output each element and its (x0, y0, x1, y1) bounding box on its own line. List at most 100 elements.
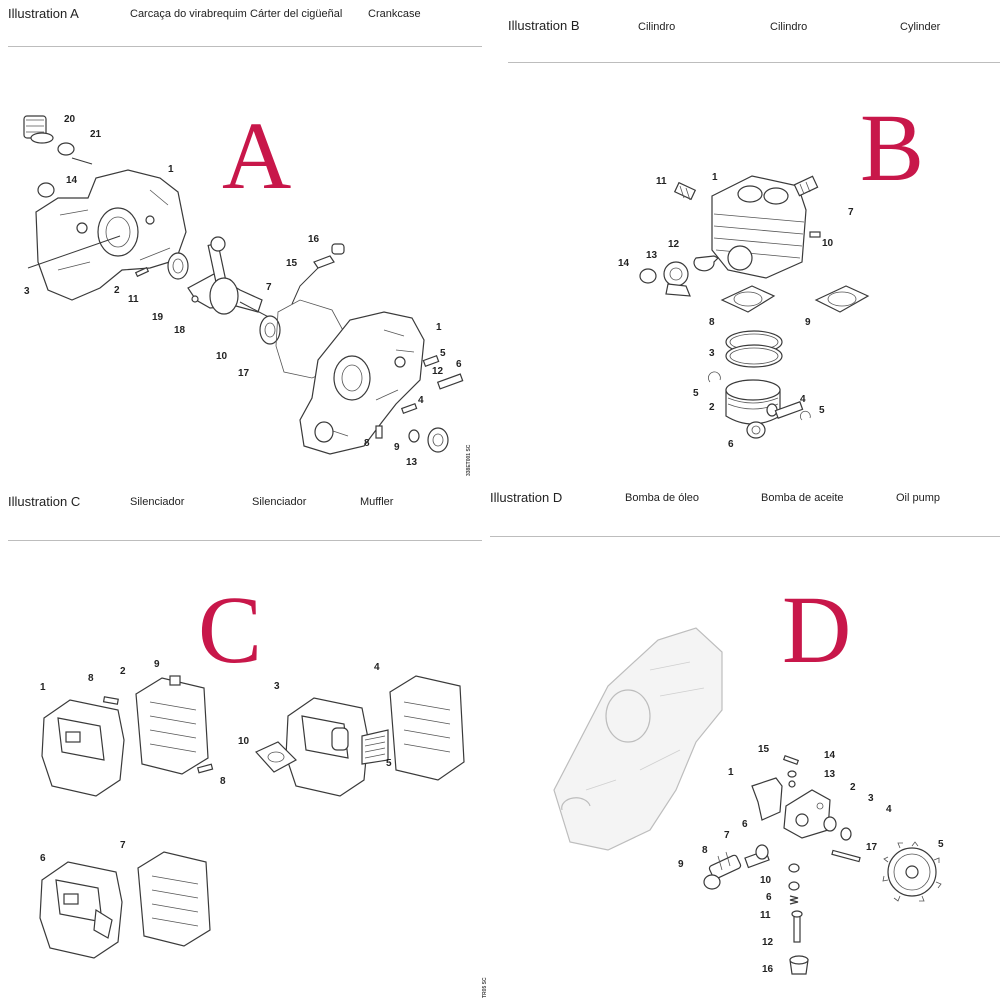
panel-c-muffler: Illustration C Silenciador Silenciador M… (0, 490, 490, 1000)
illustration-a-es: Cárter del cigüeñal (250, 8, 343, 20)
label-a-14: 14 (66, 175, 78, 186)
drawing-code-c: TR05 SC (482, 977, 488, 998)
label-b-5-left: 5 (693, 388, 699, 399)
piston-part-2 (725, 379, 781, 425)
label-b-8: 8 (709, 317, 715, 328)
key-part-19 (191, 295, 199, 303)
stud-part-5 (422, 355, 440, 367)
label-a-15: 15 (286, 258, 298, 269)
circlip-part-5-left (708, 371, 721, 383)
label-b-11: 11 (656, 176, 667, 187)
illustration-c-es: Silenciador (252, 496, 307, 508)
label-a-11: 11 (128, 294, 139, 305)
label-d-3: 3 (868, 793, 874, 804)
label-d-7: 7 (724, 830, 730, 841)
cylinder-diagram: 11 1 7 10 12 13 14 8 9 3 5 4 2 5 6 (618, 172, 870, 450)
cap-part-9 (703, 874, 721, 890)
label-a-17: 17 (238, 368, 250, 379)
right-crankcase-half (299, 311, 425, 455)
label-d-5: 5 (938, 839, 944, 850)
label-c-7: 7 (120, 840, 126, 851)
label-a-6: 6 (456, 359, 462, 370)
label-d-14: 14 (824, 750, 836, 761)
label-a-18: 18 (174, 325, 186, 336)
label-d-17: 17 (866, 842, 878, 853)
spring-part-6-top (755, 844, 769, 860)
muffler-cover-part-4 (389, 675, 465, 781)
illustration-c-title: Illustration C (8, 494, 81, 509)
drawing-code-a: 338ET001 SC (466, 444, 472, 476)
circlip-part-9 (408, 429, 420, 443)
label-b-9: 9 (805, 317, 811, 328)
muffler-housing-part-1 (41, 699, 125, 797)
label-d-12: 12 (762, 937, 774, 948)
label-d-8: 8 (702, 845, 708, 856)
illustration-c-pt: Silenciador (130, 496, 185, 508)
gasket-part-10 (255, 741, 297, 773)
label-d-15: 15 (758, 744, 770, 755)
illustration-b-es: Cilindro (770, 21, 808, 33)
label-b-1: 1 (712, 172, 718, 183)
sprocket-part-20 (23, 115, 54, 144)
label-a-1-left: 1 (168, 164, 174, 175)
seal-part-14 (37, 182, 55, 198)
label-d-16: 16 (762, 964, 774, 975)
pin-part-2 (134, 266, 150, 278)
label-b-7: 7 (848, 207, 854, 218)
screw-part-8 (375, 425, 383, 439)
label-b-13: 13 (646, 250, 658, 261)
label-d-6-top: 6 (742, 819, 748, 830)
label-a-4: 4 (418, 395, 424, 406)
label-d-4: 4 (886, 804, 892, 815)
label-a-12: 12 (432, 366, 444, 377)
screw-part-17 (831, 849, 861, 863)
muffler-diagram: TR05 SC 1 8 2 9 8 3 4 10 5 6 7 (39, 659, 488, 998)
gasket-part-9 (814, 285, 870, 313)
crankcase-diagram: 338ET001 SC 20 21 1 14 3 2 11 19 18 10 1… (23, 114, 472, 476)
label-d-9: 9 (678, 859, 684, 870)
illustration-b-en: Cylinder (900, 21, 941, 33)
label-b-10: 10 (822, 238, 834, 249)
muffler-cover-part-7 (137, 851, 211, 947)
screw-part-9 (169, 675, 181, 686)
muffler-housing-part-3 (285, 697, 369, 797)
crankcase-outline (553, 627, 723, 851)
panel-d-oil-pump: Illustration D Bomba de óleo Bomba de ac… (490, 490, 1000, 1000)
header-rule-c (8, 540, 482, 541)
label-c-2: 2 (120, 666, 126, 677)
label-a-7: 7 (266, 282, 272, 293)
sleeve-part-16 (789, 955, 809, 975)
muffler-housing-part-6 (39, 861, 123, 959)
intake-flange-part-13 (663, 261, 691, 297)
washer-part-14 (787, 770, 797, 778)
label-a-5: 5 (440, 348, 446, 359)
label-a-19: 19 (152, 312, 164, 323)
big-letter-a: A (222, 102, 292, 209)
piston-rings-part-3 (725, 330, 783, 368)
clamp-part-12 (693, 255, 720, 272)
panel-a-crankcase: Illustration A Carcaça do virabrequim Cá… (0, 0, 490, 490)
oil-pump-diagram: 15 14 13 1 2 3 4 5 17 6 7 8 9 10 6 11 12… (553, 627, 944, 975)
label-c-3: 3 (274, 681, 280, 692)
label-c-6: 6 (40, 853, 46, 864)
label-c-5: 5 (386, 758, 392, 769)
screw-part-10 (809, 231, 821, 238)
label-c-1: 1 (40, 682, 46, 693)
label-a-20: 20 (64, 114, 76, 125)
illustration-a-pt: Carcaça do virabrequim (130, 8, 247, 20)
illustration-c-en: Muffler (360, 496, 394, 508)
label-c-4: 4 (374, 662, 380, 673)
label-a-8: 8 (364, 438, 370, 449)
label-a-1-right: 1 (436, 322, 442, 333)
o-ring-part-10 (788, 863, 800, 873)
stud-part-12 (436, 373, 464, 390)
needle-cage-part-6 (746, 421, 766, 439)
label-c-10: 10 (238, 736, 250, 747)
spark-plug-part-11 (673, 181, 697, 201)
cylinder-part-1 (711, 175, 807, 279)
label-b-2: 2 (709, 402, 715, 413)
label-a-21: 21 (90, 129, 102, 140)
illustration-a-en: Crankcase (368, 8, 421, 20)
header-rule-d (490, 536, 1000, 537)
label-a-2: 2 (114, 285, 120, 296)
